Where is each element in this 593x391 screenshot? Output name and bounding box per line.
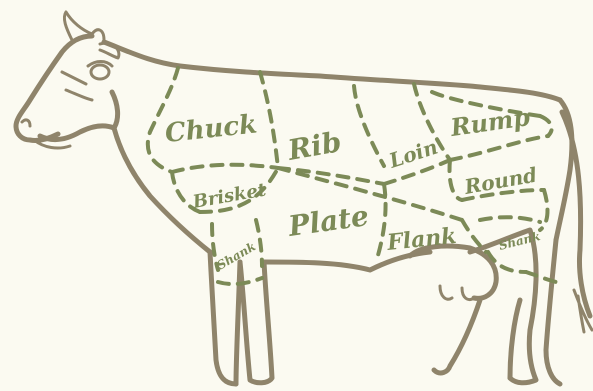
cow-teat [440,286,474,300]
cow-front-leg-back [236,262,240,384]
label-plate: Plate [285,199,370,243]
cut-line [260,72,278,168]
label-front-shank: Shank [215,239,259,272]
cow-hind-leg [510,300,520,378]
label-chuck: Chuck [164,109,259,148]
cut-line [450,160,463,200]
cow-face-line [66,90,92,100]
cow-head [16,36,92,141]
label-rib: Rib [285,125,344,167]
cow-belly [264,252,430,270]
cow-back [104,42,560,100]
cow-eye [91,65,109,79]
cow-nostril [22,120,30,126]
cut-line [354,86,384,166]
cow-hind-leg-back [546,240,560,384]
cow-outline [16,12,592,384]
cut-line [256,220,262,266]
cow-hind-leg [434,300,480,373]
label-rump: Rump [448,102,532,142]
cut-line [480,217,540,222]
cut-line [540,190,547,230]
cut-line [540,116,552,136]
label-flank: Flank [385,223,458,256]
cow-face-line [62,72,86,84]
cow-tail [562,112,590,316]
cut-line [278,168,384,184]
cow-jaw [40,92,118,139]
cow-dewlap [114,128,210,252]
cut-line [172,165,278,172]
cow-front-leg [210,252,236,384]
